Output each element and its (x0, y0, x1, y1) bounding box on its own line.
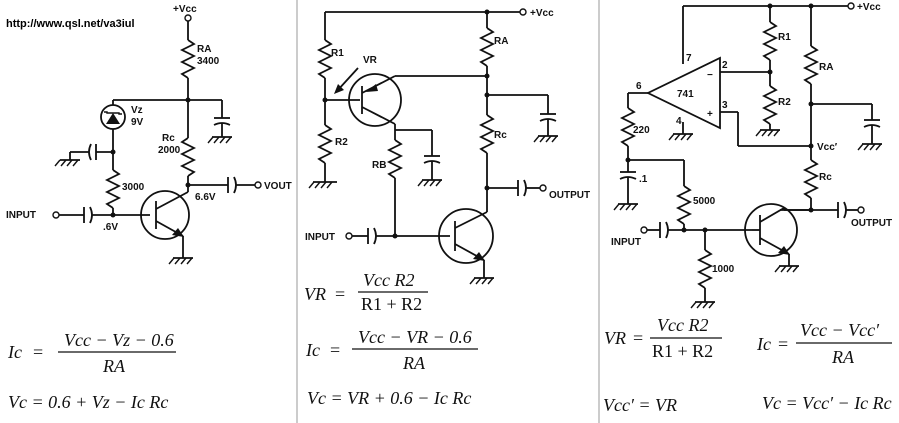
r1000-label: 1000 (712, 264, 735, 275)
c2-eq1-lhs: VR (304, 284, 326, 304)
pin7-label: 7 (686, 53, 692, 64)
vout-terminal (254, 181, 262, 189)
resistor-1000 (696, 249, 714, 289)
rc-label-2: Rc (494, 130, 507, 141)
vr-label-2: VR (363, 55, 378, 66)
c1-eq1-den: RA (102, 356, 126, 376)
transistor-2a (348, 73, 402, 127)
c2-eq2-num: Vcc − VR − 0.6 (358, 327, 472, 347)
pin2-label: 2 (722, 60, 728, 71)
r5000-label: 5000 (693, 196, 716, 207)
c2-eq2-den: RA (402, 353, 426, 373)
vcc-label-3: +Vcc (857, 2, 881, 13)
c3-eq3: Vcc′ = VR (603, 395, 677, 415)
opamp-minus: − (707, 70, 713, 81)
r220-label: 220 (633, 125, 650, 136)
transistor-2b (438, 208, 494, 264)
resistor-rb-2 (386, 139, 404, 179)
ra-label-2: RA (494, 36, 508, 47)
vout-label: VOUT (264, 181, 292, 192)
c1-label-3: .1 (639, 174, 648, 185)
vcc-terminal-3 (847, 2, 855, 10)
resistor-rc-1 (179, 137, 197, 177)
vcc-prime-label: Vcc′ (817, 142, 838, 153)
resistor-220 (619, 107, 637, 147)
c3-eq2-den: RA (831, 347, 855, 367)
resistor-ra-2 (478, 27, 496, 67)
resistor-ra-3 (802, 45, 820, 85)
transistor-3 (744, 203, 798, 257)
c2-eq2-lhs: Ic (305, 340, 320, 360)
pin4-label: 4 (676, 116, 682, 127)
r3000-label: 3000 (122, 182, 145, 193)
vz-label: Vz (131, 105, 143, 116)
vcc-terminal-2 (519, 8, 527, 16)
svg-text:=: = (633, 328, 643, 348)
output-terminal-2 (539, 184, 547, 192)
c2-eq1-num: Vcc R2 (363, 270, 414, 290)
opamp-label: 741 (677, 89, 694, 100)
vcc-label-2: +Vcc (530, 8, 554, 19)
r1-label-3: R1 (778, 32, 791, 43)
resistor-r2-2 (316, 124, 334, 164)
c3-eq1-num: Vcc R2 (657, 315, 708, 335)
c1-eq1-num: Vcc − Vz − 0.6 (64, 330, 174, 350)
svg-text:=: = (778, 334, 788, 354)
resistor-5000 (675, 185, 693, 225)
pin3-label: 3 (722, 100, 728, 111)
circuit-2: +Vcc R1 R2 VR RB (304, 8, 590, 408)
pin6-label: 6 (636, 81, 642, 92)
rc-label-1: Rc (162, 133, 175, 144)
input-label-1: INPUT (6, 210, 36, 221)
svg-text:=: = (330, 340, 340, 360)
c2-eq1-den: R1 + R2 (361, 294, 422, 314)
base-level-label: .6V (103, 222, 118, 233)
resistor-3000 (104, 169, 122, 209)
circuit-3: +Vcc 7 741 − + 2 3 4 6 220 .1 (603, 2, 892, 415)
resistor-r1-2 (316, 39, 334, 79)
c3-eq4: Vc = Vcc′ − Ic Rc (762, 393, 892, 413)
input-label-3: INPUT (611, 237, 641, 248)
output-terminal-3 (857, 206, 865, 214)
rb-label-2: RB (372, 160, 386, 171)
c2-eq3: Vc = VR + 0.6 − Ic Rc (307, 388, 471, 408)
c1-eq1-lhs: Ic (7, 342, 22, 362)
vout-level-label: 6.6V (195, 192, 216, 203)
svg-text:=: = (335, 284, 345, 304)
r2-label-2: R2 (335, 137, 348, 148)
input-label-2: INPUT (305, 232, 335, 243)
vcc-label-1: +Vcc (173, 4, 197, 15)
output-label-3: OUTPUT (851, 218, 892, 229)
output-label-2: OUTPUT (549, 190, 590, 201)
rc-label-3: Rc (819, 172, 832, 183)
ra-label-3: RA (819, 62, 833, 73)
circuit-1: +Vcc RA 3400 Vz 9V 3000 .6V INPUT (6, 4, 292, 412)
resistor-r1-3 (761, 21, 779, 61)
source-url: http://www.qsl.net/va3iul (6, 18, 135, 30)
c3-eq1-den: R1 + R2 (652, 341, 713, 361)
c3-eq2-lhs: Ic (756, 334, 771, 354)
ra-value-1: 3400 (197, 56, 220, 67)
opamp-plus: + (707, 109, 713, 120)
resistor-r2-3 (761, 85, 779, 125)
ra-label-1: RA (197, 44, 211, 55)
c1-eq2: Vc = 0.6 + Vz − Ic Rc (8, 392, 168, 412)
c3-eq1-lhs: VR (604, 328, 626, 348)
vz-value: 9V (131, 117, 144, 128)
r1-label-2: R1 (331, 48, 344, 59)
rc-value-1: 2000 (158, 145, 181, 156)
svg-text:=: = (33, 342, 43, 362)
resistor-rc-3 (802, 159, 820, 199)
opamp-741 (645, 56, 721, 130)
resistor-ra-1 (179, 39, 197, 79)
r2-label-3: R2 (778, 97, 791, 108)
resistor-rc-2 (478, 114, 496, 154)
transistor-1 (140, 190, 190, 240)
c3-eq2-num: Vcc − Vcc′ (800, 320, 880, 340)
